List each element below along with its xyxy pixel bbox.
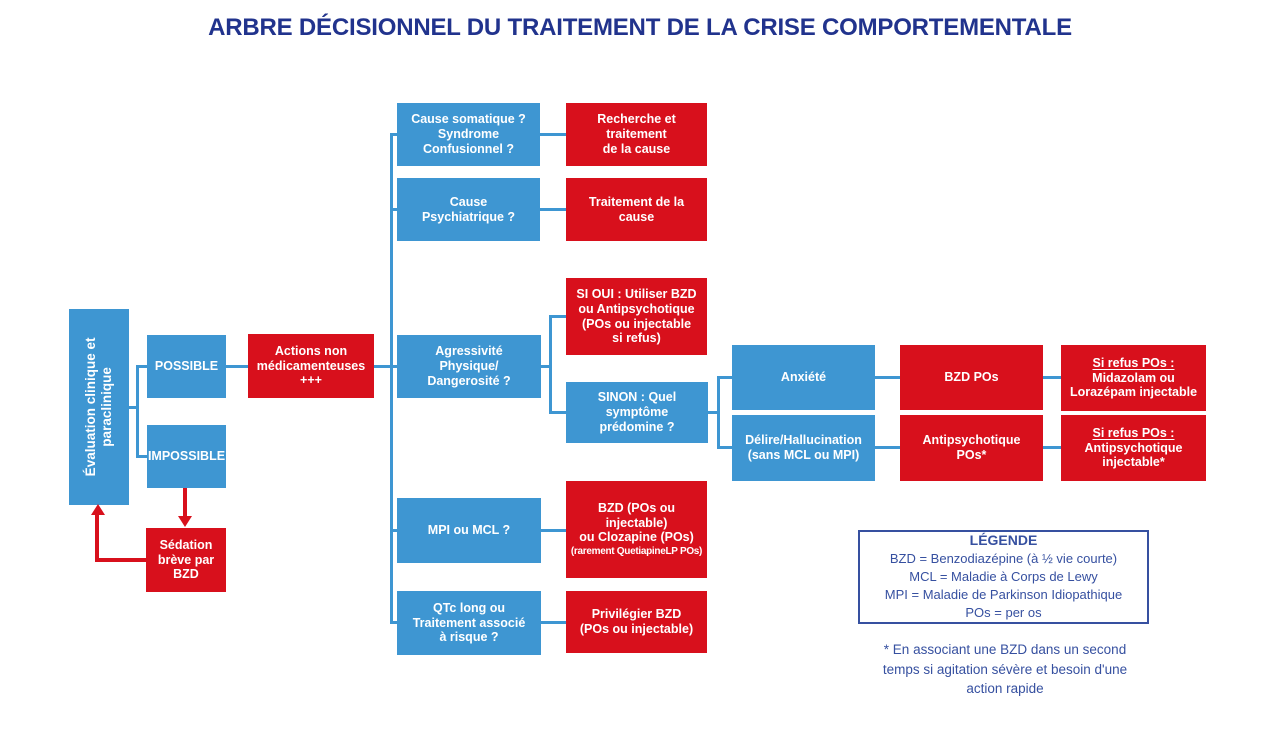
node-agressivite: Agressivité Physique/ Dangerosité ?: [397, 335, 541, 398]
node-mpi-mcl-label: MPI ou MCL ?: [427, 523, 511, 538]
connector-line: [541, 365, 551, 368]
node-si-refus-antipsychotique-body: Antipsychotique injectable*: [1084, 440, 1183, 470]
connector-line: [541, 621, 566, 624]
node-recherche-label: Recherche et traitement de la cause: [597, 112, 676, 156]
connector-line: [717, 376, 720, 449]
node-delire-hallucination: Délire/Hallucination (sans MCL ou MPI): [732, 415, 875, 481]
node-bzd-pos-label: BZD POs: [944, 370, 999, 385]
node-qtc-long: QTc long ou Traitement associé à risque …: [397, 591, 541, 655]
node-sedation-label: Sédation brève par BZD: [157, 537, 215, 582]
connector-line: [226, 365, 248, 368]
connector-line: [708, 411, 719, 414]
node-traitement-cause: Traitement de la cause: [566, 178, 707, 241]
node-possible: POSSIBLE: [147, 335, 226, 398]
connector-line: [393, 529, 397, 532]
node-agressivite-label: Agressivité Physique/ Dangerosité ?: [427, 344, 511, 388]
node-recherche-traitement: Recherche et traitement de la cause: [566, 103, 707, 166]
arrow-up-icon: [91, 504, 105, 515]
connector-line: [1043, 446, 1061, 449]
arrow-down-icon: [178, 516, 192, 527]
node-cause-psy-label: Cause Psychiatrique ?: [421, 194, 516, 224]
connector-trunk-line: [390, 133, 393, 624]
node-anxiete-label: Anxiété: [780, 370, 827, 385]
connector-line: [541, 529, 566, 532]
legend-item-pos: POs = per os: [965, 604, 1042, 620]
node-privilegier-label: Privilégier BZD (POs ou injectable): [579, 607, 694, 636]
legend-item-mpi: MPI = Maladie de Parkinson Idiopathique: [884, 587, 1123, 602]
connector-line: [552, 411, 566, 414]
connector-line: [393, 133, 397, 136]
node-si-refus-midazolam: Si refus POs : Midazolam ou Lorazépam in…: [1061, 345, 1206, 411]
connector-line: [720, 446, 732, 449]
node-mpi-mcl: MPI ou MCL ?: [397, 498, 541, 563]
node-actions-label: Actions non médicamenteuses +++: [256, 343, 366, 388]
red-arrow-line: [95, 514, 99, 562]
connector-line: [720, 376, 732, 379]
legend-item-mcl: MCL = Maladie à Corps de Lewy: [909, 569, 1098, 585]
node-impossible: IMPOSSIBLE: [147, 425, 226, 488]
red-arrow-line: [95, 558, 146, 562]
node-sedation-breve: Sédation brève par BZD: [146, 528, 226, 592]
connector-line: [393, 621, 397, 624]
page-title: ARBRE DÉCISIONNEL DU TRAITEMENT DE LA CR…: [208, 14, 1072, 41]
node-evaluation: Évaluation clinique et paraclinique: [69, 309, 129, 505]
node-si-refus-midazolam-heading: Si refus POs :: [1092, 355, 1175, 370]
node-si-refus-antipsychotique-heading: Si refus POs :: [1092, 425, 1175, 440]
connector-line: [552, 315, 566, 318]
red-arrow-line: [183, 488, 187, 518]
connector-line: [540, 208, 566, 211]
node-delire-label: Délire/Hallucination (sans MCL ou MPI): [745, 433, 862, 462]
node-antipsychotique-pos: Antipsychotique POs*: [900, 415, 1043, 481]
connector-line: [374, 365, 390, 368]
node-privilegier-bzd: Privilégier BZD (POs ou injectable): [566, 591, 707, 653]
connector-line: [1043, 376, 1061, 379]
legend-box: LÉGENDE BZD = Benzodiazépine (à ½ vie co…: [858, 530, 1149, 624]
node-antipsy-label: Antipsychotique POs*: [922, 433, 1021, 462]
connector-line: [136, 365, 139, 458]
footnote-asterisk: * En associant une BZD dans un second te…: [882, 642, 1128, 697]
node-si-oui: SI OUI : Utiliser BZD ou Antipsychotique…: [566, 278, 707, 355]
connector-line: [139, 455, 147, 458]
node-bzd-clozapine: BZD (POs ou injectable) ou Clozapine (PO…: [566, 481, 707, 578]
connector-line: [129, 406, 139, 409]
node-cause-psychiatrique: Cause Psychiatrique ?: [397, 178, 540, 241]
node-possible-label: POSSIBLE: [154, 359, 219, 374]
connector-line: [393, 208, 397, 211]
connector-line: [875, 376, 900, 379]
node-si-refus-antipsychotique: Si refus POs : Antipsychotique injectabl…: [1061, 415, 1206, 481]
connector-line: [540, 133, 566, 136]
node-cause-somatique-label: Cause somatique ? Syndrome Confusionnel …: [411, 112, 526, 156]
node-si-oui-label: SI OUI : Utiliser BZD ou Antipsychotique…: [576, 287, 697, 346]
connector-line: [875, 446, 900, 449]
legend-title: LÉGENDE: [969, 532, 1038, 549]
connector-line: [549, 315, 552, 414]
node-qtc-label: QTc long ou Traitement associé à risque …: [412, 600, 526, 645]
legend-item-bzd: BZD = Benzodiazépine (à ½ vie courte): [889, 551, 1118, 567]
node-bzd-clozapine-label: BZD (POs ou injectable) ou Clozapine (PO…: [579, 500, 694, 545]
node-si-refus-midazolam-body: Midazolam ou Lorazépam injectable: [1069, 370, 1198, 400]
connector-line: [139, 365, 147, 368]
node-sinon-symptome: SINON : Quel symptôme prédomine ?: [566, 382, 708, 443]
node-traitement-label: Traitement de la cause: [588, 194, 685, 224]
node-impossible-label: IMPOSSIBLE: [147, 449, 226, 464]
node-evaluation-label: Évaluation clinique et paraclinique: [83, 337, 114, 477]
node-bzd-clozapine-note: (rarement QuetiapineLP POs): [570, 546, 703, 558]
node-actions-non-medicamenteuses: Actions non médicamenteuses +++: [248, 334, 374, 398]
connector-line: [393, 365, 397, 368]
node-sinon-label: SINON : Quel symptôme prédomine ?: [597, 390, 677, 434]
node-bzd-pos: BZD POs: [900, 345, 1043, 410]
node-anxiete: Anxiété: [732, 345, 875, 410]
node-cause-somatique: Cause somatique ? Syndrome Confusionnel …: [397, 103, 540, 166]
